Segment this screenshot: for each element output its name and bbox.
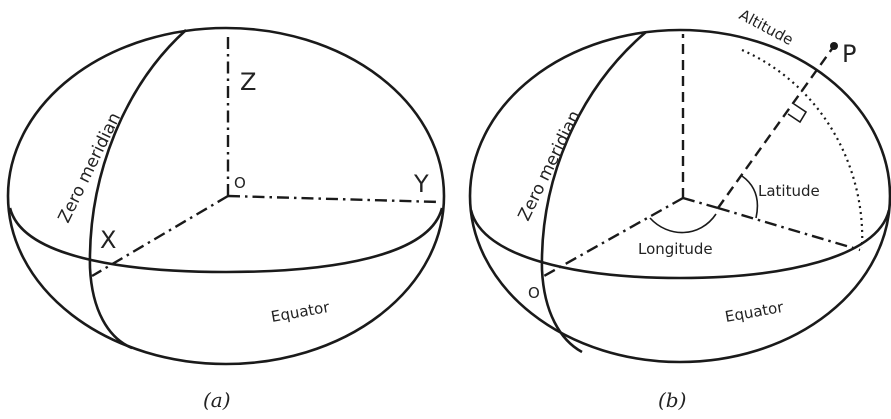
panel-b-longitude-arc [649, 213, 717, 234]
panel-b-latitude-label: Latitude [758, 182, 820, 200]
panel-b-base-line [682, 196, 719, 210]
panel-a-origin-label: O [234, 174, 246, 192]
panel-b-origin-label: O [528, 284, 540, 302]
panel-b-equator-label: Equator [724, 298, 786, 326]
panel-a-axis-z-label: Z [240, 68, 256, 96]
panel-b-zero-meridian-line [540, 31, 647, 354]
panel-b-longitude-line [717, 206, 861, 252]
panel-b-ellipsoid-outline [468, 28, 891, 364]
panel-b: Zero meridian Altitude P Latitude Longit… [468, 6, 891, 412]
panel-a: Zero meridian Z X Y O Equator (a) [6, 26, 446, 412]
panel-b-point-p [830, 42, 838, 50]
panel-a-equator-line [8, 207, 444, 274]
panel-b-normal-line [717, 45, 835, 209]
panel-a-caption: (a) [203, 388, 231, 412]
panel-a-ellipsoid-outline [6, 26, 446, 366]
panel-a-x-axis [91, 194, 229, 278]
panel-b-vertical-axis-left [543, 196, 684, 278]
panel-b-zero-meridian-label: Zero meridian [515, 108, 586, 225]
panel-b-equator-line [469, 209, 891, 280]
panel-a-axis-y-label: Y [413, 170, 429, 198]
panel-a-zero-meridian-label: Zero meridian [55, 110, 126, 227]
panel-a-y-axis [227, 194, 441, 204]
panel-b-right-angle-marker [787, 103, 808, 124]
panel-b-latitude-arc [741, 175, 759, 219]
panel-a-zero-meridian-line [88, 29, 187, 350]
panel-b-longitude-label: Longitude [638, 240, 713, 258]
panel-b-caption: (b) [658, 388, 686, 412]
panel-b-point-label: P [842, 40, 856, 68]
panel-a-equator-label: Equator [270, 298, 332, 326]
panel-b-altitude-label: Altitude [736, 6, 796, 49]
panel-a-axis-x-label: X [100, 226, 116, 254]
